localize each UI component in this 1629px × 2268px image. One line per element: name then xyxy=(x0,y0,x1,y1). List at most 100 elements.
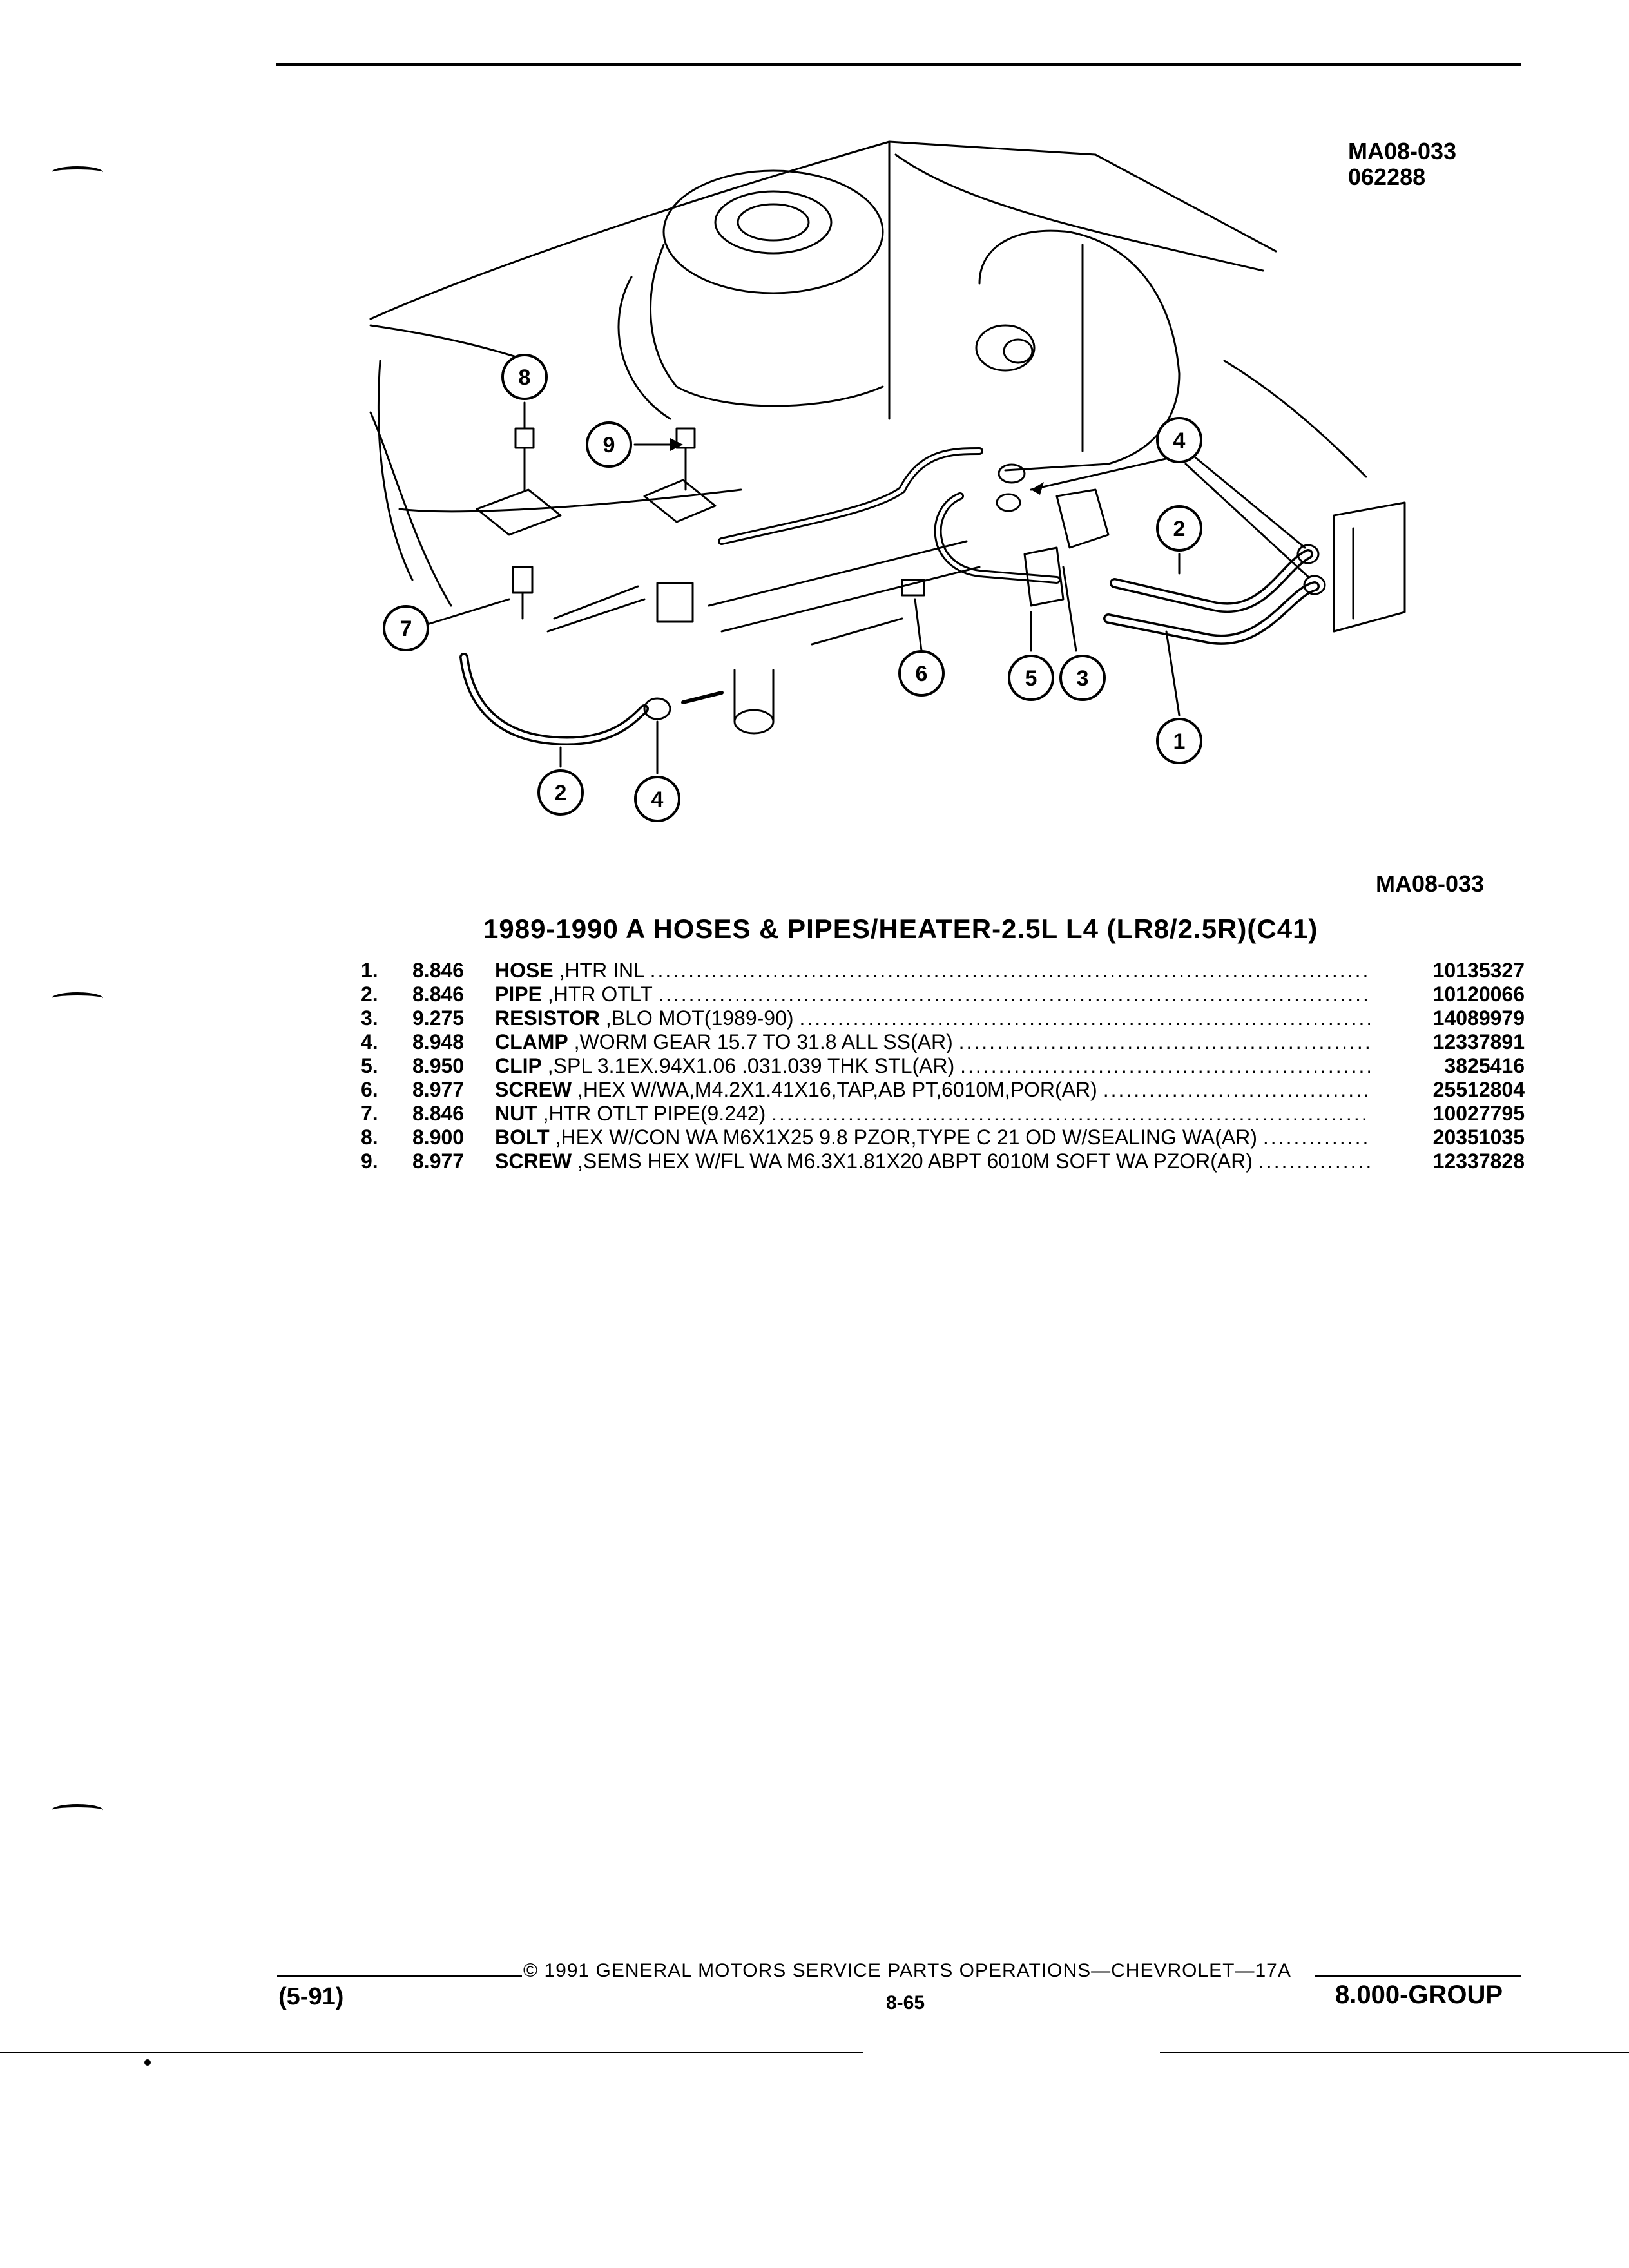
part-detail: ,HTR OTLT PIPE(9.242) xyxy=(543,1102,766,1125)
part-detail: ,SPL 3.1EX.94X1.06 .031.039 THK STL(AR) xyxy=(547,1054,955,1077)
callout-4a: 4 xyxy=(1156,417,1202,463)
part-name: CLAMP xyxy=(495,1030,568,1053)
part-row: 7. 8.846 NUT ,HTR OTLT PIPE(9.242) .......… xyxy=(361,1102,1525,1126)
part-name: PIPE xyxy=(495,983,542,1006)
part-number: 10027795 xyxy=(1432,1102,1525,1125)
svg-text:4: 4 xyxy=(651,787,664,812)
part-detail: ,HTR OTLT xyxy=(547,983,653,1006)
revision-date: (5-91) xyxy=(278,1983,344,2010)
copyright-notice: © 1991 GENERAL MOTORS SERVICE PARTS OPER… xyxy=(523,1960,1291,1981)
leader-dots: ........................................… xyxy=(1258,1149,1370,1173)
part-row: 4. 8.948 CLAMP ,WORM GEAR 15.7 TO 31.8 ALL… xyxy=(361,1030,1525,1054)
part-name: RESISTOR xyxy=(495,1006,600,1030)
page-edge-rule-right xyxy=(1160,2052,1629,2053)
part-name: CLIP xyxy=(495,1054,542,1077)
part-index: 8. xyxy=(361,1126,378,1149)
leader-dots: ........................................… xyxy=(771,1102,1370,1125)
page-edge-rule-left xyxy=(0,2052,863,2053)
diagram-id-bottom: MA08-033 xyxy=(1376,870,1485,897)
part-name: HOSE xyxy=(495,959,554,982)
callout-8: 8 xyxy=(501,354,548,400)
part-number: 10135327 xyxy=(1432,959,1525,982)
leader-dots: ........................................… xyxy=(1103,1078,1370,1101)
part-row: 8. 8.900 BOLT ,HEX W/CON WA M6X1X25 9.8 PZ… xyxy=(361,1126,1525,1149)
callout-5: 5 xyxy=(1008,655,1054,701)
part-description: RESISTOR ,BLO MOT(1989-90) .............… xyxy=(495,1006,1370,1030)
callout-1: 1 xyxy=(1156,718,1202,764)
part-description: BOLT ,HEX W/CON WA M6X1X25 9.8 PZOR,TYPE… xyxy=(495,1126,1370,1149)
part-index: 4. xyxy=(361,1030,378,1053)
callout-2b: 2 xyxy=(537,769,584,816)
part-index: 7. xyxy=(361,1102,378,1125)
part-index: 1. xyxy=(361,959,378,982)
svg-text:5: 5 xyxy=(1025,666,1037,691)
part-index: 2. xyxy=(361,983,378,1006)
diagram-date-code: 062288 xyxy=(1348,164,1426,190)
svg-text:8: 8 xyxy=(519,365,531,390)
part-detail: ,HEX W/WA,M4.2X1.41X16,TAP,AB PT,6010M,P… xyxy=(577,1078,1097,1101)
parts-list: 1. 8.846 HOSE ,HTR INL ...................… xyxy=(361,959,1525,1173)
part-detail: ,HEX W/CON WA M6X1X25 9.8 PZOR,TYPE C 21… xyxy=(555,1126,1258,1149)
part-name: SCREW xyxy=(495,1149,572,1173)
svg-text:1: 1 xyxy=(1173,729,1186,754)
part-group: 8.846 xyxy=(412,1102,465,1125)
part-group: 8.977 xyxy=(412,1149,465,1173)
callout-3: 3 xyxy=(1059,655,1106,701)
footer-rule-left xyxy=(277,1975,522,1977)
diagram-id-top: MA08-033 xyxy=(1348,138,1457,164)
section-title: 1989-1990 A HOSES & PIPES/HEATER-2.5L L4… xyxy=(483,914,1318,944)
punch-mark xyxy=(52,166,103,178)
leader-dots: ........................................… xyxy=(1262,1126,1370,1149)
callout-2a: 2 xyxy=(1156,505,1202,552)
part-description: NUT ,HTR OTLT PIPE(9.242) ..............… xyxy=(495,1102,1370,1126)
callout-6: 6 xyxy=(898,650,945,697)
part-number: 12337828 xyxy=(1432,1149,1525,1173)
svg-text:2: 2 xyxy=(555,781,567,805)
part-description: PIPE ,HTR OTLT .........................… xyxy=(495,983,1370,1006)
scan-speck xyxy=(144,2059,151,2066)
part-detail: ,WORM GEAR 15.7 TO 31.8 ALL SS(AR) xyxy=(574,1030,953,1053)
part-number: 25512804 xyxy=(1432,1078,1525,1101)
svg-text:7: 7 xyxy=(400,617,412,641)
footer-rule-right xyxy=(1315,1975,1521,1977)
part-detail: ,HTR INL xyxy=(559,959,644,982)
part-row: 3. 9.275 RESISTOR ,BLO MOT(1989-90) ......… xyxy=(361,1006,1525,1030)
leader-dots: ........................................… xyxy=(650,959,1370,982)
punch-mark xyxy=(52,992,103,1004)
svg-text:3: 3 xyxy=(1077,666,1089,691)
part-group: 9.275 xyxy=(412,1006,465,1030)
part-index: 3. xyxy=(361,1006,378,1030)
part-group: 8.846 xyxy=(412,983,465,1006)
part-row: 2. 8.846 PIPE ,HTR OTLT ..................… xyxy=(361,983,1525,1006)
part-group: 8.948 xyxy=(412,1030,465,1053)
part-detail: ,BLO MOT(1989-90) xyxy=(605,1006,794,1030)
svg-text:9: 9 xyxy=(603,433,615,457)
svg-text:4: 4 xyxy=(1173,428,1186,453)
part-number: 3825416 xyxy=(1444,1054,1525,1077)
part-detail: ,SEMS HEX W/FL WA M6.3X1.81X20 ABPT 6010… xyxy=(577,1149,1253,1173)
part-description: HOSE ,HTR INL ..........................… xyxy=(495,959,1370,983)
part-description: CLIP ,SPL 3.1EX.94X1.06 .031.039 THK STL… xyxy=(495,1054,1370,1078)
part-number: 12337891 xyxy=(1432,1030,1525,1053)
part-description: SCREW ,SEMS HEX W/FL WA M6.3X1.81X20 ABP… xyxy=(495,1149,1370,1173)
leader-dots: ........................................… xyxy=(658,983,1370,1006)
part-row: 9. 8.977 SCREW ,SEMS HEX W/FL WA M6.3X1.81… xyxy=(361,1149,1525,1173)
callout-7: 7 xyxy=(383,605,429,651)
leader-dots: ........................................… xyxy=(799,1006,1370,1030)
header-rule xyxy=(276,63,1521,66)
part-index: 5. xyxy=(361,1054,378,1077)
part-number: 20351035 xyxy=(1432,1126,1525,1149)
svg-text:6: 6 xyxy=(916,662,928,686)
part-group: 8.900 xyxy=(412,1126,465,1149)
leader-dots: ........................................… xyxy=(960,1054,1370,1077)
group-label: 8.000-GROUP xyxy=(1335,1981,1503,2009)
part-group: 8.977 xyxy=(412,1078,465,1101)
part-name: NUT xyxy=(495,1102,537,1125)
page-number: 8-65 xyxy=(886,1992,925,2013)
svg-text:2: 2 xyxy=(1173,517,1186,541)
part-index: 9. xyxy=(361,1149,378,1173)
callout-9: 9 xyxy=(586,421,632,468)
